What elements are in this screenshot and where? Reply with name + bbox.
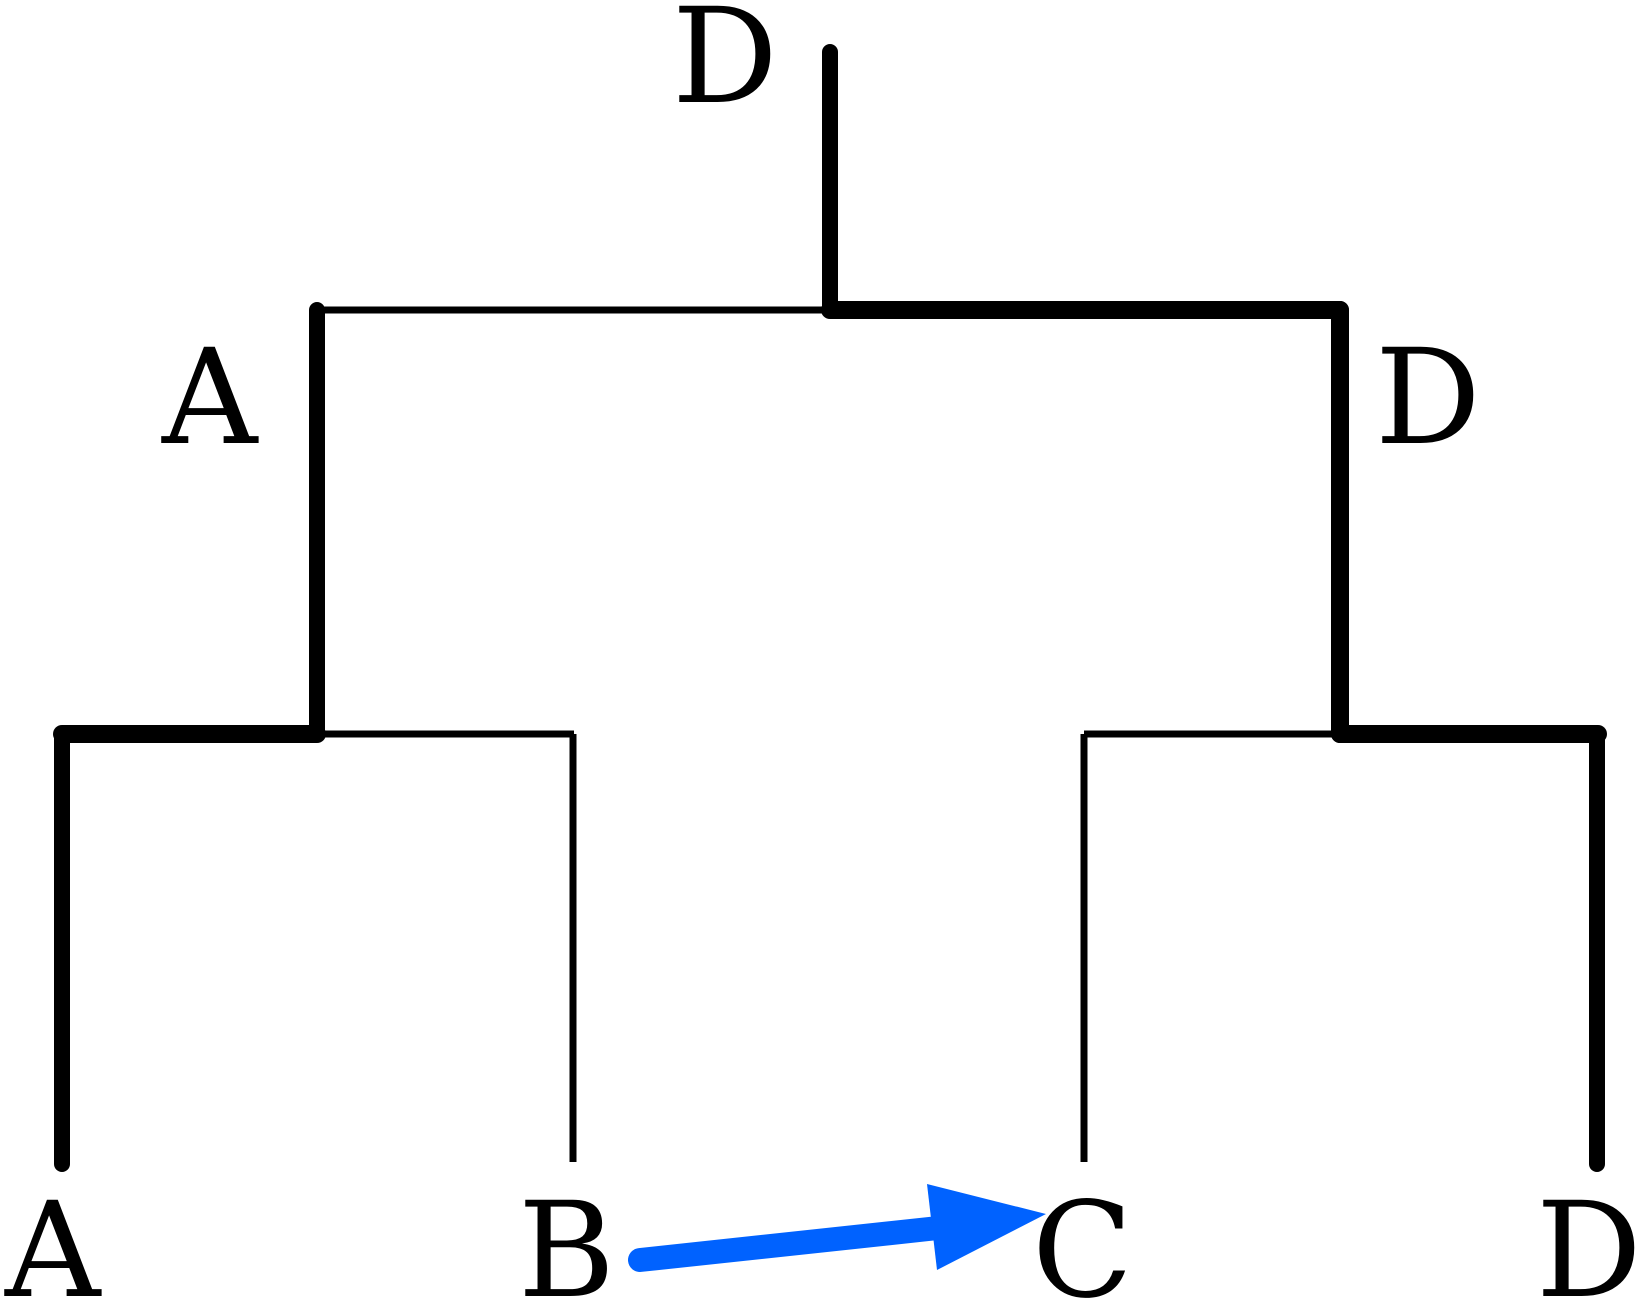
left-internal-label: A [161,321,259,475]
leaf-a-label: A [4,1174,102,1305]
right-internal-label: D [1375,321,1481,475]
leaf-d-label: D [1536,1174,1642,1305]
b-to-c-arrow-head [927,1184,1046,1270]
leaf-b-label: B [518,1174,615,1305]
b-to-c-arrow-shaft [628,1216,950,1272]
leaf-c-label: C [1032,1174,1133,1305]
root-label: D [672,0,778,134]
